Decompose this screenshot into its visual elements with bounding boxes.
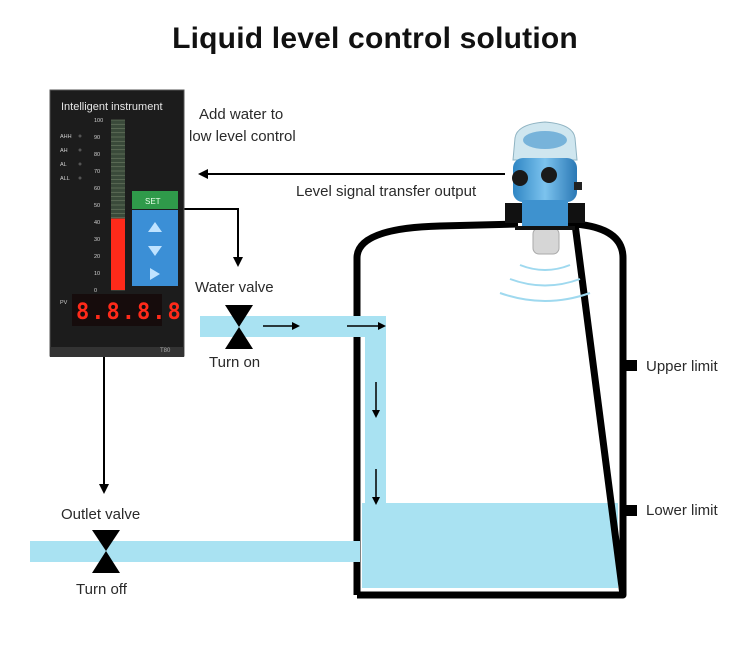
upper-limit-marker [626, 360, 637, 371]
scale-tick-label: 80 [94, 152, 100, 158]
shift-key-icon[interactable] [150, 268, 160, 280]
scale-tick-label: 60 [94, 186, 100, 192]
scale-tick-label: 30 [94, 237, 100, 243]
signal-output-label: Level signal transfer output [296, 183, 477, 200]
outlet-pipe [30, 541, 360, 562]
tank-water [362, 503, 618, 588]
intelligent-instrument: Intelligent instrument AHH AH AL ALL 100… [49, 89, 185, 357]
add-water-line1: Add water to [199, 106, 284, 123]
upper-limit-label: Upper limit [646, 358, 718, 375]
scale-tick-label: 10 [94, 271, 100, 277]
level-bar-fill [111, 218, 125, 290]
scale-tick-label: 20 [94, 254, 100, 260]
water-valve-label: Water valve [195, 279, 274, 296]
add-water-line2: low level control [189, 128, 296, 145]
water-valve[interactable] [225, 305, 253, 349]
lower-limit-label: Lower limit [646, 502, 718, 519]
instrument-model: T80 [160, 348, 171, 354]
control-line-water [184, 208, 243, 267]
scale-tick-label: 0 [94, 288, 97, 294]
pv-display: 8.8.8.8 [76, 300, 183, 325]
alarm-ah: AH [60, 148, 68, 154]
scale-tick-label: 70 [94, 169, 100, 175]
ultrasonic-sensor [505, 121, 585, 255]
scale-tick-label: 90 [94, 135, 100, 141]
down-key-icon[interactable] [148, 246, 162, 256]
turn-on-label: Turn on [209, 354, 261, 371]
alarm-ahh: AHH [60, 134, 72, 140]
instrument-name: Intelligent instrument [61, 101, 163, 113]
ultrasonic-waves-icon [499, 264, 591, 302]
lower-limit-marker [626, 505, 637, 516]
outlet-valve-label: Outlet valve [61, 506, 141, 523]
scale-tick-label: 40 [94, 220, 100, 226]
alarm-al: AL [60, 162, 67, 168]
outlet-valve[interactable] [92, 530, 120, 573]
pv-label: PV [60, 300, 68, 306]
set-button[interactable]: SET [145, 197, 161, 206]
turn-off-label: Turn off [76, 581, 127, 598]
scale-tick-label: 100 [94, 118, 103, 124]
alarm-all: ALL [60, 176, 70, 182]
scale-tick-label: 50 [94, 203, 100, 209]
up-key-icon[interactable] [148, 222, 162, 232]
diagram-title: Liquid level control solution [172, 22, 578, 55]
